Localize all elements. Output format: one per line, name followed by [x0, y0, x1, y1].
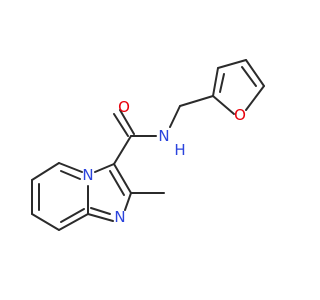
- bond: [113, 113, 129, 137]
- bond: [179, 95, 214, 107]
- bond: [124, 192, 132, 211]
- bond: [58, 213, 89, 231]
- bond: [31, 213, 60, 231]
- bond: [113, 163, 132, 194]
- bond: [119, 109, 135, 135]
- bond: [60, 170, 81, 180]
- bond: [31, 162, 60, 181]
- bond: [87, 213, 114, 222]
- atom-labels: O N H O N N: [82, 98, 246, 226]
- bond: [58, 162, 83, 173]
- bond: [219, 73, 225, 93]
- bond: [94, 163, 115, 173]
- molecule-structure: O N H O N N: [31, 59, 265, 231]
- bonds: [31, 59, 265, 231]
- bond: [212, 67, 219, 97]
- imine-nitrogen-label: N: [114, 208, 125, 226]
- bond: [245, 85, 265, 111]
- carbonyl-oxygen-label: O: [118, 98, 130, 116]
- bond: [113, 135, 132, 165]
- furan-oxygen-label: O: [234, 106, 246, 124]
- bond: [60, 208, 85, 223]
- amide-nitrogen-label: N: [158, 127, 169, 145]
- bond: [217, 59, 247, 69]
- bond: [109, 170, 125, 196]
- amide-hydrogen-label: H: [174, 141, 185, 159]
- bond: [212, 95, 235, 115]
- bond: [169, 105, 181, 128]
- bond: [241, 66, 257, 87]
- bond: [245, 59, 265, 87]
- bond: [90, 207, 111, 215]
- bridgehead-nitrogen-label: N: [82, 166, 93, 184]
